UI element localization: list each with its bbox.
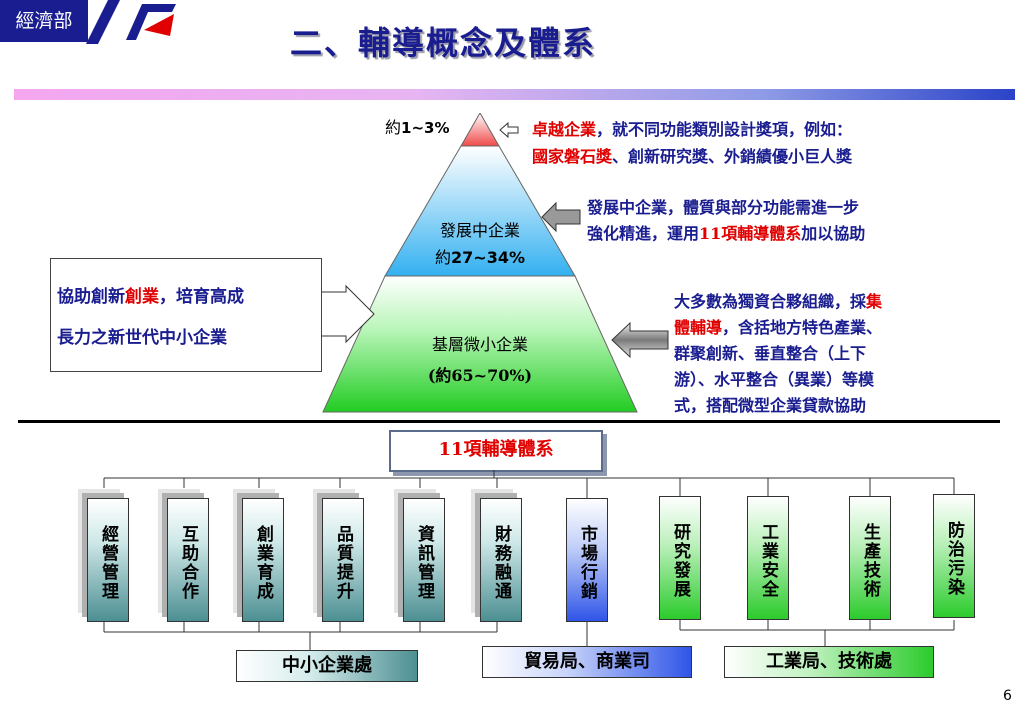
note-base-line5: 式，搭配微型企業貸款協助 <box>674 396 867 415</box>
note-base-line3: 群聚創新、垂直整合（上下 <box>674 344 867 363</box>
system-item-cooperation: 互助合作 <box>167 498 209 622</box>
base-tier-share: (約65~70%) <box>427 366 533 385</box>
agency-sme-administration: 中小企業處 <box>236 650 418 682</box>
system-item-marketing: 市場行銷 <box>566 498 608 622</box>
system-item-safety: 工業安全 <box>747 496 789 620</box>
agency-industry-technology: 工業局、技術處 <box>724 646 934 678</box>
mid-tier-name: 發展中企業 <box>439 221 520 240</box>
note-base-line4: 游）、水平整合（異業）等模 <box>674 370 875 389</box>
note-base-line1: 大多數為獨資合夥組織，採集 <box>674 292 883 311</box>
system-item-production: 生產技術 <box>849 496 891 620</box>
left-note-box <box>50 258 322 372</box>
arrow-left-icon <box>499 121 519 139</box>
base-tier-name: 基層微小企業 <box>431 335 528 354</box>
system-item-rnd: 研究發展 <box>659 496 701 620</box>
note-top-line2: 國家磐石獎、創新研究獎、外銷績優小巨人獎 <box>532 147 853 166</box>
page-title: 二、輔導概念及體系 <box>290 24 597 62</box>
arrow-right-icon <box>320 284 375 344</box>
left-note-line2: 長力之新世代中小企業 <box>57 328 227 348</box>
system-item-quality: 品質提升 <box>322 498 364 622</box>
note-mid-line1: 發展中企業，體質與部分功能需進一步 <box>587 198 860 217</box>
top-tier-share: 約1~3% <box>385 118 450 137</box>
left-note-line1: 協助創新創業，培育高成 <box>57 287 244 307</box>
note-mid-line2: 強化精進，運用11項輔導體系加以協助 <box>587 224 866 243</box>
section-divider <box>18 420 1000 423</box>
ministry-logo-icon <box>86 0 176 44</box>
system-title: 11項輔導體系 <box>389 430 603 472</box>
org-label: 經濟部 <box>0 0 88 42</box>
page-number: 6 <box>1003 688 1012 704</box>
system-item-information: 資訊管理 <box>403 498 445 622</box>
title-underline <box>14 89 1015 100</box>
agency-trade-commerce: 貿易局、商業司 <box>482 646 692 678</box>
pyramid-base-tier <box>322 275 638 413</box>
note-base-line2: 體輔導，含括地方特色產業、 <box>674 318 883 337</box>
enterprise-pyramid <box>322 113 638 413</box>
system-item-management: 經營管理 <box>87 498 129 622</box>
system-item-pollution: 防治污染 <box>933 494 975 618</box>
mid-tier-share: 約27~34% <box>435 248 525 267</box>
system-item-incubation: 創業育成 <box>242 498 284 622</box>
system-item-finance: 財務融通 <box>480 498 522 622</box>
arrow-left-icon <box>611 321 669 359</box>
arrow-left-icon <box>541 201 581 233</box>
note-top-line1: 卓越企業，就不同功能類別設計獎項，例如： <box>532 120 853 139</box>
